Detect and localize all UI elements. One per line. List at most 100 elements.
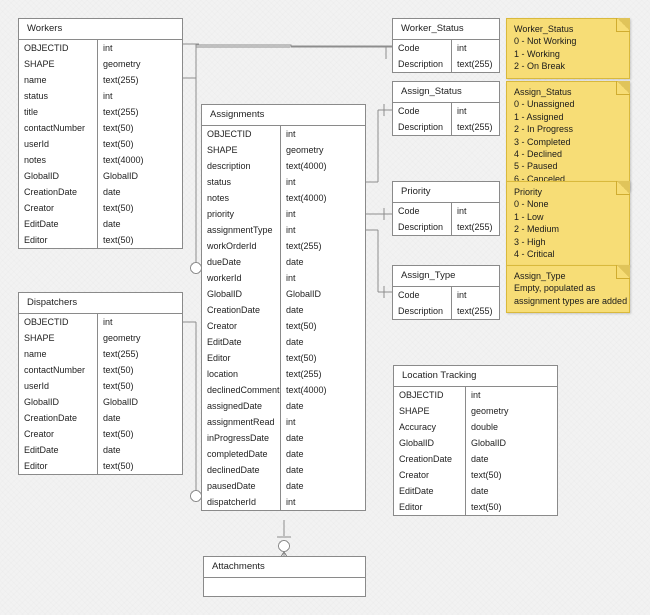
field-name: Description (393, 56, 452, 72)
entity-assign-status-title: Assign_Status (393, 82, 499, 103)
note-priority[interactable]: Priority 0 - None 1 - Low 2 - Medium 3 -… (506, 181, 630, 267)
note-line: 3 - High (514, 236, 546, 247)
field-type: GlobalID (103, 171, 139, 181)
field-name: OBJECTID (19, 40, 98, 56)
field-row: EditDate date (19, 216, 182, 232)
field-name: CreationDate (19, 410, 98, 426)
note-fold-corner (616, 18, 630, 32)
entity-attachments[interactable]: Attachments (203, 556, 366, 597)
field-type: int (286, 273, 296, 283)
field-name: inProgressDate (202, 430, 281, 446)
field-type: text(255) (103, 107, 139, 117)
note-line: 4 - Declined (514, 149, 563, 160)
field-type: text(4000) (286, 193, 327, 203)
note-assign-status[interactable]: Assign_Status 0 - Unassigned 1 - Assigne… (506, 81, 630, 192)
field-type: date (286, 257, 304, 267)
field-name: workerId (202, 270, 281, 286)
note-worker-status[interactable]: Worker_Status 0 - Not Working 1 - Workin… (506, 18, 630, 79)
field-type: text(50) (471, 470, 502, 480)
field-type: int (103, 91, 113, 101)
field-name: completedDate (202, 446, 281, 462)
entity-workers-title: Workers (19, 19, 182, 40)
note-title: Worker_Status (514, 24, 574, 34)
field-type: geometry (471, 406, 509, 416)
field-type: date (103, 187, 121, 197)
field-name: location (202, 366, 281, 382)
field-name: Editor (394, 499, 466, 515)
field-type: geometry (286, 145, 324, 155)
note-line: Empty, populated as (514, 283, 596, 294)
note-title: Assign_Status (514, 87, 572, 97)
field-type: int (286, 417, 296, 427)
field-name: Code (393, 203, 452, 219)
field-type: date (286, 465, 304, 475)
field-name: Description (393, 303, 452, 319)
field-type: text(50) (103, 365, 134, 375)
note-line: 2 - In Progress (514, 124, 574, 135)
field-type: date (103, 219, 121, 229)
field-type: text(255) (457, 222, 493, 232)
field-name: assignmentType (202, 222, 281, 238)
note-assign-type[interactable]: Assign_Type Empty, populated as assignme… (506, 265, 630, 314)
field-name: pausedDate (202, 478, 281, 494)
field-type: int (471, 390, 481, 400)
field-name: Code (393, 40, 452, 56)
field-type: GlobalID (286, 289, 322, 299)
field-name: GlobalID (19, 168, 98, 184)
field-row: OBJECTID int (19, 40, 182, 56)
field-name: GlobalID (19, 394, 98, 410)
field-name: Editor (19, 458, 98, 474)
field-name: dueDate (202, 254, 281, 270)
field-type: text(50) (286, 353, 317, 363)
field-name: priority (202, 206, 281, 222)
field-name: GlobalID (394, 435, 466, 451)
note-line: 1 - Assigned (514, 111, 564, 122)
note-line: 5 - Paused (514, 161, 558, 172)
field-name: Editor (202, 350, 281, 366)
field-name: workOrderId (202, 238, 281, 254)
field-name: EditDate (19, 216, 98, 232)
field-name: EditDate (19, 442, 98, 458)
field-type: int (103, 43, 113, 53)
field-name: notes (202, 190, 281, 206)
field-type: date (103, 445, 121, 455)
field-row-empty (204, 578, 365, 596)
field-name: SHAPE (19, 330, 98, 346)
field-row: EditDate date (19, 442, 182, 458)
note-line: 0 - Not Working (514, 36, 577, 47)
field-name: description (202, 158, 281, 174)
field-type: date (286, 337, 304, 347)
note-line: 1 - Low (514, 211, 544, 222)
field-name: assignmentRead (202, 414, 281, 430)
field-type: int (457, 290, 467, 300)
entity-assign-type-title: Assign_Type (393, 266, 499, 287)
field-type: double (471, 422, 499, 432)
field-type: text(255) (103, 75, 139, 85)
